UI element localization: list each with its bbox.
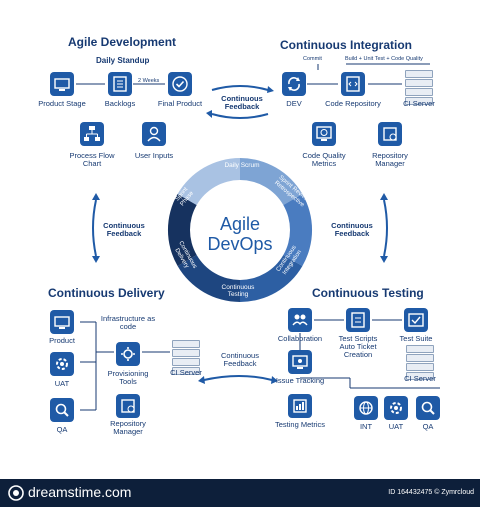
cycle-segment-delivery [167,194,197,266]
process-flow-chart-icon [80,122,104,146]
cd-product-label: Product [49,336,75,345]
footer-brand: dreamstime.com [28,484,132,500]
repository-manager-icon [378,122,402,146]
test-suite-label: Test Suite [399,334,433,343]
continuous-feedback-bottom: Continuous Feedback [221,351,259,368]
process-flow-chart-label: Process Flow Chart [69,151,115,168]
two-weeks-label: 2 Weeks [138,78,160,84]
code-quality-metrics-icon [312,122,336,146]
agile-development-title: Agile Development [68,35,177,49]
repository-manager-label: Repository Manager [372,151,408,168]
devops-cycle [167,157,313,303]
dreamstime-logo-icon [8,485,24,501]
code-repository-label: Code Repository [325,99,381,108]
final-product-label: Final Product [157,99,203,108]
daily-standup-label: Daily Standup [96,56,150,65]
ct-qa-label: QA [422,422,434,431]
ct-ci-server-icon [406,345,434,381]
cycle-segment-testing [177,255,240,302]
continuous-feedback-right: Continuous Feedback [331,221,373,238]
issue-tracking-label: Issue Tracking [275,376,325,385]
testing-metrics-label: Testing Metrics [274,420,325,429]
code-repository-icon [341,72,365,96]
cd-qa-icon [50,398,74,422]
provisioning-tools-label: Provisioning Tools [107,369,149,386]
dev-icon [282,72,306,96]
footer-id: ID 164432475 © Zymrcloud [388,489,474,496]
cd-ci-server-label: CI Server [170,368,202,377]
product-stage-icon [50,72,74,96]
test-scripts-label: Test Scripts [338,334,378,343]
ct-uat-icon [384,396,408,420]
infrastructure-as-code-label: Infrastructure as code [100,314,156,331]
cd-repository-manager-label: Repository Manager [110,419,146,436]
product-stage-label: Product Stage [38,99,86,108]
cd-repository-manager-icon [116,394,140,418]
cycle-title-agile: Agile [219,214,261,234]
int-icon [354,396,378,420]
cycle-segment-integration [240,255,303,303]
commit-label: Commit [303,56,322,62]
cd-qa-label: QA [56,425,68,434]
collaboration-icon [288,308,312,332]
cycle-segment-review [283,194,313,266]
cycle-label-daily-scrum: Daily Scrum [224,162,260,169]
product-icon [50,310,74,334]
code-quality-metrics-label: Code Quality Metrics [302,151,346,168]
ct-qa-icon [416,396,440,420]
cd-uat-label: UAT [54,379,70,388]
testing-metrics-icon [288,394,312,418]
cd-uat-icon [50,352,74,376]
user-inputs-label: User Inputs [134,151,174,160]
cycle-segment-sprint [177,158,240,205]
continuous-testing-title: Continuous Testing [312,286,424,300]
ci-server-label: CI Server [403,99,435,108]
cycle-label-testing: Continuous Testing [221,284,255,298]
cd-ci-server-icon [172,340,200,376]
auto-ticket-creation-label: Auto Ticket Creation [339,342,377,359]
watermark-footer: dreamstime.com ID 164432475 © Zymrcloud [0,479,480,507]
continuous-feedback-left: Continuous Feedback [103,221,145,238]
ci-server-icon [405,70,433,106]
dev-label: DEV [286,99,302,108]
connector-lines [76,63,440,411]
continuous-feedback-top: Continuous Feedback [221,94,263,111]
final-product-icon [168,72,192,96]
issue-tracking-icon [288,350,312,374]
cycle-segment-daily-scrum [240,157,303,205]
ct-uat-label: UAT [388,422,404,431]
ct-ci-server-label: CI Server [404,374,436,383]
cycle-title-devops: DevOps [207,234,273,254]
int-label: INT [359,422,373,431]
continuous-integration-title: Continuous Integration [280,38,412,52]
build-test-label: Build + Unit Test + Code Quality [345,56,423,62]
provisioning-tools-icon [116,342,140,366]
test-scripts-icon [346,308,370,332]
user-inputs-icon [142,122,166,146]
backlogs-label: Backlogs [104,99,136,108]
test-suite-icon [404,308,428,332]
collaboration-label: Collaboration [277,334,323,343]
continuous-delivery-title: Continuous Delivery [48,286,165,300]
backlogs-icon [108,72,132,96]
